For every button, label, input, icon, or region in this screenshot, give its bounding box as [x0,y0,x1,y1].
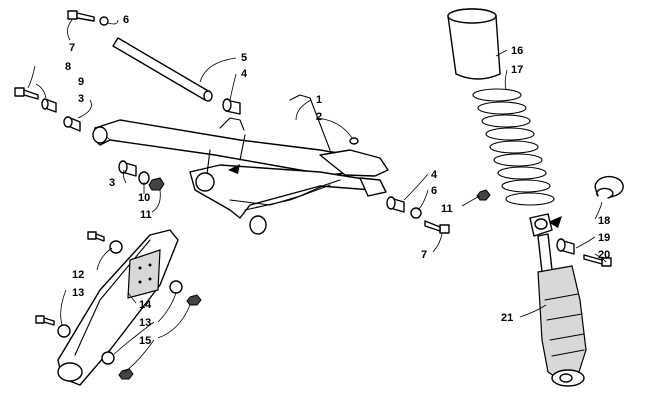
link-bolt-lower-part [35,315,55,326]
callout-label: 7 [421,249,427,261]
callout-label: 6 [431,185,437,197]
right-washer-part [410,207,422,219]
callout-labels: 6 7 5 4 8 9 3 1 2 3 10 11 4 6 11 7 16 17… [65,14,610,347]
callout-label: 4 [431,169,438,181]
callout-label: 3 [109,177,115,189]
link-washer-bottom-part [101,351,115,365]
callout-label: 8 [65,61,71,73]
shock-absorber-part [529,213,587,387]
callout-label: 15 [139,335,151,347]
callout-label: 2 [316,111,322,123]
callout-label: 12 [72,269,84,281]
retainer-clip-part [594,175,624,199]
link-arm-part [57,229,179,386]
shaft-part [112,37,213,102]
callout-label: 10 [138,192,150,204]
callout-label: 13 [139,317,151,329]
link-washer-upper-part [109,240,123,254]
left-spacer-part [63,116,81,132]
callout-label: 17 [511,64,523,76]
mid-nut-part [148,177,165,191]
callout-label: 3 [78,93,84,105]
callout-label: 11 [140,209,152,221]
callout-label: 14 [139,299,152,311]
link-bolt-upper-part [87,231,105,242]
top-washer-part [99,16,109,26]
shock-bushing-part [556,238,575,255]
callout-label: 19 [598,232,610,244]
callout-label: 7 [69,42,75,54]
callout-label: 16 [511,45,523,57]
arrow-pointer-icon [228,164,240,174]
link-nut-right-part [186,294,202,306]
right-nut-part [476,189,491,201]
left-bolt-part [14,87,39,100]
callout-label: 13 [72,287,84,299]
callout-label: 1 [316,94,322,106]
mid-spacer-part [118,160,137,177]
callout-label: 11 [441,203,453,215]
right-bolt-part [424,220,450,234]
bumper-part [447,8,501,80]
upper-bushing-part [222,98,241,115]
grease-fitting-part [349,137,359,145]
leader-lines [27,19,607,373]
callout-label: 20 [598,249,610,261]
left-bushing-part [41,98,57,113]
top-bolt-part [67,10,95,22]
right-bushing-part [386,196,405,213]
callout-label: 9 [78,76,84,88]
link-washer-lower-part [57,324,71,338]
link-washer-right-part [169,280,183,294]
shock-bolt-part [583,254,612,267]
callout-label: 21 [501,312,513,324]
spring-part [472,88,555,206]
link-nut-bottom-part [118,368,134,380]
callout-label: 6 [123,14,129,26]
swing-arm-part [92,94,389,235]
arrow-pointer-icon [548,216,562,228]
callout-label: 4 [241,68,248,80]
callout-label: 5 [241,52,247,64]
callout-label: 18 [598,215,610,227]
